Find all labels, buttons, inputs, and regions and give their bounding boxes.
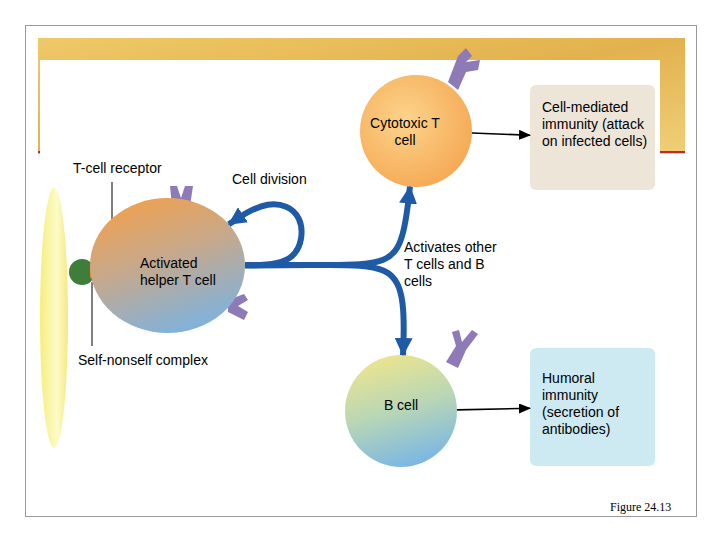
node-label: B cell [353,397,449,414]
connector-arrow [472,133,530,135]
text-area: B cell [353,397,449,414]
figure-number: Figure 24.13 [610,499,690,516]
process-label: Activates other T cells and B cells [404,239,500,290]
connector-arrow [229,204,302,265]
leader-line [92,282,93,346]
presenting-cell [40,188,68,448]
cell-body [345,355,457,467]
node-label: Cell-mediated immunity (attack on infect… [542,99,650,150]
connector-arrow [457,408,530,410]
content-area-lower [38,154,685,514]
outcome-box: Humoral immunity (secretion of antibodie… [530,348,655,466]
text-area: Cytotoxic T cell [364,115,446,149]
slide-frame [26,26,697,517]
receptor-symbol [446,330,478,368]
cell-body [360,75,472,187]
node-label: Cytotoxic T cell [364,115,446,149]
cell-node: B cell [345,355,457,467]
text-area: Cell-mediated immunity (attack on infect… [542,99,650,150]
connector-arrow [245,187,410,266]
node-label: Humoral immunity (secretion of antibodie… [542,370,650,438]
edge-label: Cell division [232,171,307,188]
connector-arrow [245,265,404,355]
outcome-box [530,85,655,190]
receptor-symbol [448,48,480,90]
part-label: T-cell receptor [73,160,213,177]
outcome-box: Cell-mediated immunity (attack on infect… [530,85,655,190]
cell-node: Cytotoxic T cell [360,75,472,187]
text-area: Activated helper T cell [140,255,216,289]
outcome-box [530,348,655,466]
node-label: Activated helper T cell [140,255,216,289]
cell-node: Activated helper T cell [90,198,245,333]
cell-body [90,198,245,333]
text-area: Humoral immunity (secretion of antibodie… [542,370,650,438]
part-label: Self-nonself complex [78,352,248,369]
